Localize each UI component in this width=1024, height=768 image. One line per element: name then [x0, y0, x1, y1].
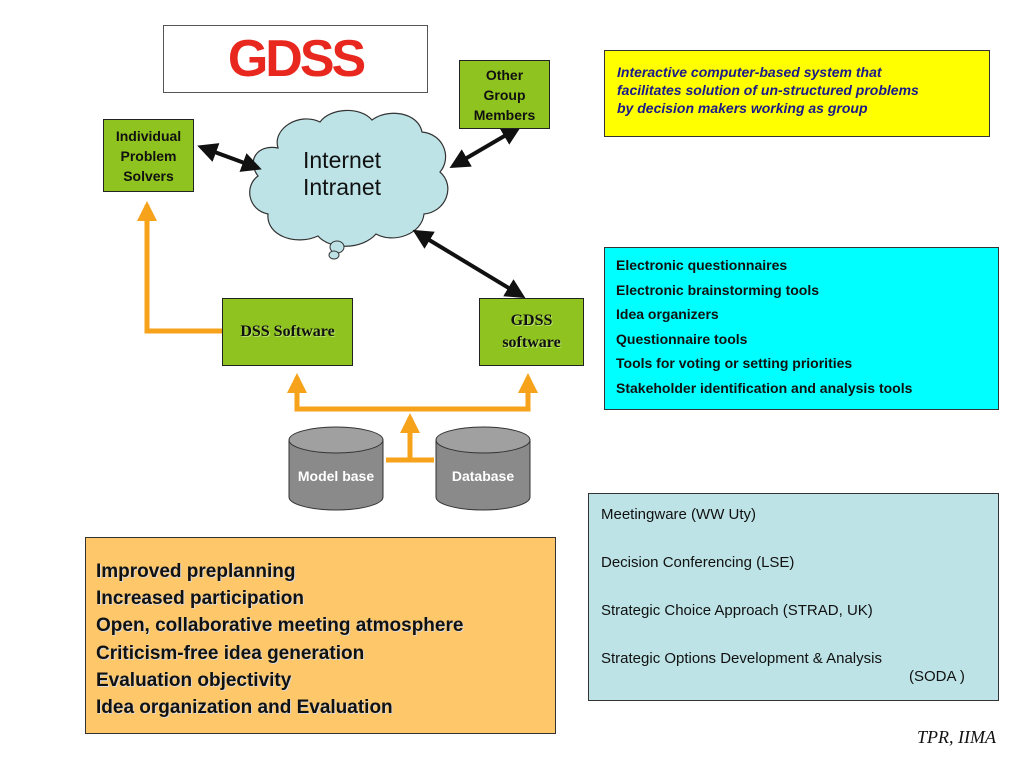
database-label: Database [451, 468, 515, 484]
definition-line-2: facilitates solution of un-structured pr… [617, 82, 919, 98]
gdss-line-2: software [502, 334, 561, 351]
benefit-item: Evaluation objectivity [96, 669, 292, 691]
tool-item: Idea organizers [616, 306, 719, 322]
method-item: Decision Conferencing (LSE) [601, 554, 795, 571]
definition-line-1: Interactive computer-based system that [617, 64, 882, 80]
individual-line-1: Individual [115, 127, 182, 144]
other-line-2: Group [483, 86, 526, 103]
tool-item: Stakeholder identification and analysis … [616, 379, 913, 396]
method-item: Strategic Options Development & Analysis [601, 650, 882, 667]
benefit-item: Open, collaborative meeting atmosphere [96, 615, 464, 637]
arrow-other-cloud [449, 125, 522, 169]
arrow-individual-cloud [197, 143, 262, 172]
benefit-item: Idea organization and Evaluation [96, 697, 393, 719]
credit-text: TPR, IIMA [917, 727, 996, 747]
individual-line-3: Solvers [123, 167, 174, 184]
method-item: (SODA ) [909, 668, 965, 685]
methods-box: Meetingware (WW Uty) Decision Conferenci… [588, 493, 999, 701]
tool-item: Electronic questionnaires [616, 257, 788, 273]
page-title: GDSS [227, 30, 366, 88]
tool-item: Questionnaire tools [616, 330, 748, 347]
definition-box: Interactive computer-based system that f… [604, 50, 990, 137]
benefits-box: Improved preplanning Increased participa… [85, 537, 556, 734]
method-item: Meetingware (WW Uty) [601, 506, 757, 523]
arrow-cloud-gdss [412, 229, 526, 299]
title-box: GDSS [163, 25, 428, 93]
method-item: Strategic Choice Approach (STRAD, UK) [601, 602, 873, 619]
definition-line-3: by decision makers working as group [617, 100, 868, 116]
other-line-1: Other [485, 66, 524, 83]
cloud-label: Internet Intranet [303, 147, 413, 201]
tool-item: Electronic brainstorming tools [616, 281, 820, 298]
model-base-cylinder [288, 426, 384, 511]
individual-problem-solvers-node: Individual Problem Solvers [103, 119, 194, 192]
individual-line-2: Problem [120, 147, 177, 164]
dss-software-node: DSS Software [222, 298, 353, 366]
other-line-3: Members [473, 106, 536, 123]
gdss-software-node: GDSS software [479, 298, 584, 366]
benefit-item: Improved preplanning [96, 561, 296, 582]
database-cylinder [435, 426, 531, 511]
benefit-item: Increased participation [96, 588, 305, 610]
cloud-line-1: Internet [303, 147, 381, 173]
tools-box: Electronic questionnaires Electronic bra… [604, 247, 999, 410]
dss-software-label: DSS Software [240, 323, 335, 340]
cloud-shape [249, 109, 449, 260]
tool-item: Tools for voting or setting priorities [616, 355, 853, 371]
orange-connectors [137, 201, 538, 463]
model-base-label: Model base [297, 468, 375, 484]
benefit-item: Criticism-free idea generation [96, 642, 365, 664]
cloud-line-2: Intranet [303, 174, 381, 200]
gdss-line-1: GDSS [510, 312, 553, 329]
other-group-members-node: Other Group Members [459, 60, 550, 129]
